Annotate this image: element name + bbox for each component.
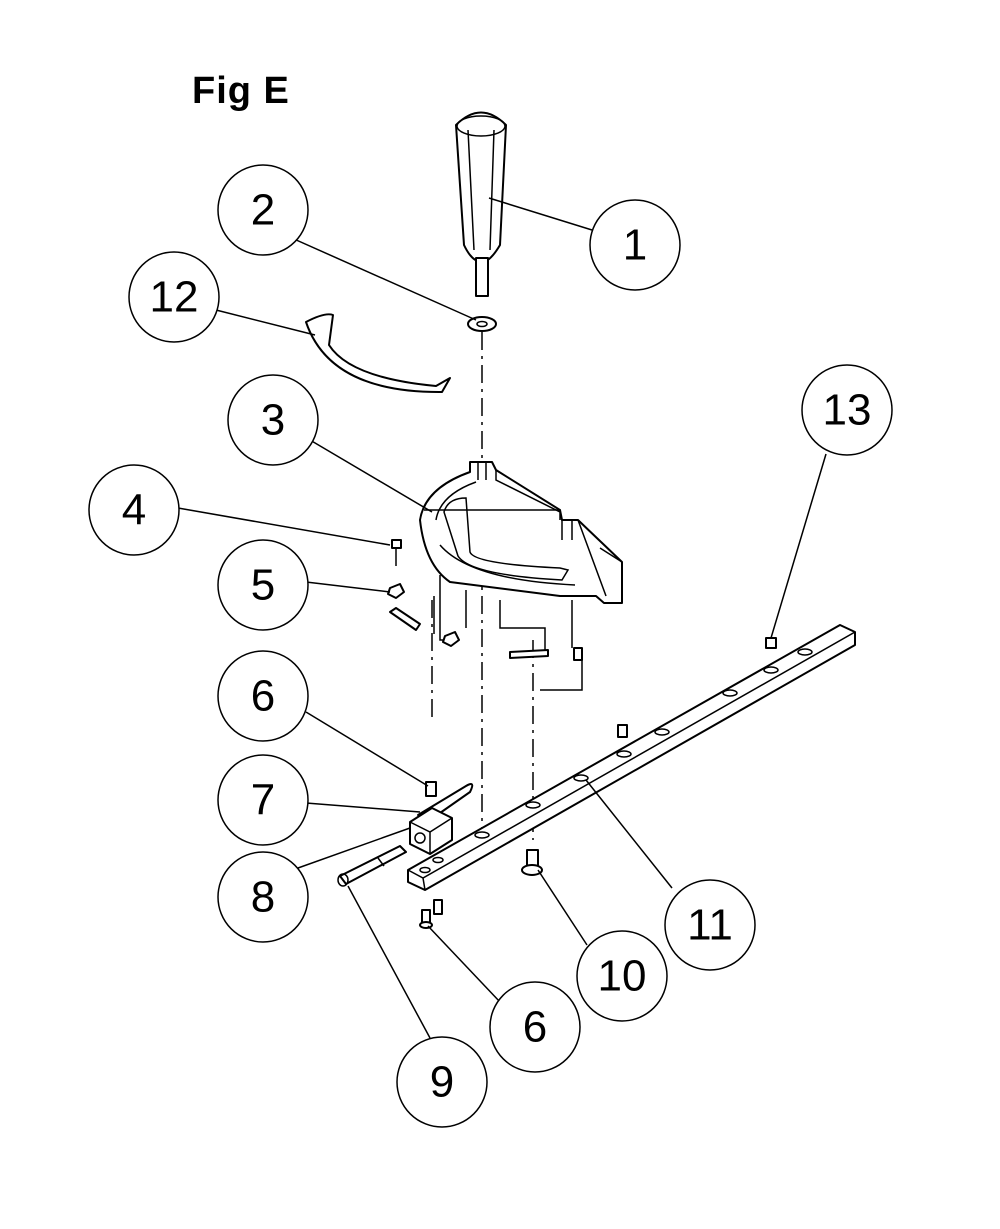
screw-part-4	[391, 539, 402, 566]
bar-part	[407, 624, 856, 891]
balloon-6-top: 6	[217, 650, 309, 742]
balloon-9: 9	[396, 1036, 488, 1128]
block-part-8	[409, 807, 453, 855]
screw-part-6-top	[425, 781, 437, 797]
balloon-4-label: 4	[122, 486, 146, 535]
set-screw-part-13	[765, 637, 777, 649]
washer-part	[467, 316, 497, 332]
leader-4	[177, 507, 391, 546]
balloon-7: 7	[217, 754, 309, 846]
balloon-8: 8	[217, 851, 309, 943]
balloon-13: 13	[801, 364, 893, 456]
balloon-5: 5	[217, 539, 309, 631]
leader-2	[284, 234, 477, 321]
balloon-13-label: 13	[823, 386, 872, 435]
miter-body-part	[419, 461, 623, 691]
balloon-2: 2	[217, 164, 309, 256]
leader-12	[215, 309, 316, 336]
nut-part-5	[387, 583, 460, 647]
figure-title: Fig E	[192, 70, 290, 112]
balloon-9-label: 9	[430, 1058, 454, 1107]
balloon-6-top-label: 6	[251, 672, 275, 721]
bolt-part-10	[521, 849, 543, 876]
balloon-4: 4	[88, 464, 180, 556]
balloon-3: 3	[227, 374, 319, 466]
balloon-12-label: 12	[150, 273, 199, 322]
balloon-5-label: 5	[251, 561, 275, 610]
balloon-12: 12	[128, 251, 220, 343]
leader-3	[309, 439, 433, 513]
leader-9	[347, 885, 431, 1039]
balloon-2-label: 2	[251, 186, 275, 235]
pin-part-9	[337, 845, 407, 887]
center-screw-part	[509, 647, 583, 661]
balloon-7-label: 7	[251, 776, 275, 825]
handle-part	[455, 111, 507, 297]
balloon-1: 1	[589, 199, 681, 291]
leader-10	[537, 869, 588, 946]
balloon-6-bottom: 6	[489, 981, 581, 1073]
balloon-1-label: 1	[623, 221, 647, 270]
leader-6a	[305, 711, 429, 787]
screw-part-6-bottom	[419, 899, 443, 929]
balloon-10-label: 10	[598, 952, 647, 1001]
balloon-11: 11	[664, 879, 756, 971]
balloon-3-label: 3	[261, 396, 285, 445]
balloon-8-label: 8	[251, 873, 275, 922]
balloon-6-bottom-label: 6	[523, 1003, 547, 1052]
leader-8	[297, 827, 411, 869]
balloon-11-label: 11	[687, 901, 733, 950]
leader-11	[585, 779, 673, 889]
leader-7	[305, 802, 421, 813]
leader-1	[488, 197, 593, 231]
leader-6b	[427, 925, 501, 1003]
balloon-10: 10	[576, 930, 668, 1022]
leader-5	[305, 581, 391, 593]
leader-13	[770, 453, 827, 639]
pointer-strip-part	[305, 313, 451, 394]
